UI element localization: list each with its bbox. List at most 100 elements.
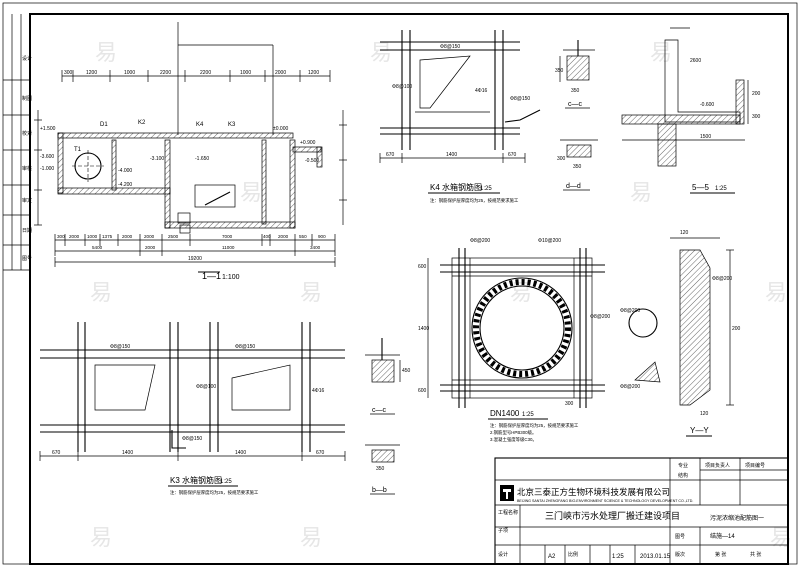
dim-label: 670 — [52, 450, 61, 456]
dim-label: 670 — [316, 450, 325, 456]
strip-cell: 审核 — [22, 165, 32, 172]
dim-label: 2000 — [69, 234, 80, 239]
dim-label: 300 — [64, 70, 73, 76]
section-title: d—d — [566, 183, 581, 190]
rebar-label: Φ8@200 — [620, 308, 640, 314]
dim-label: 1375 — [102, 234, 113, 239]
section-c-c-top: 350 350 c—c — [555, 40, 595, 109]
rebar-label: Φ8@200 — [620, 384, 640, 390]
dim-label: 2600 — [690, 58, 701, 64]
k3-scale: 1:25 — [220, 479, 232, 485]
rebar-label: Φ8@150 — [440, 44, 460, 50]
inner-border — [29, 13, 789, 565]
tb-cell: 设计 — [498, 551, 508, 558]
rebar-label: Φ8@200 — [712, 276, 732, 282]
tb-cell: 项目编号 — [745, 462, 765, 469]
dim-label: 1200 — [86, 70, 97, 76]
section-5-5: 2600 200 1500 300 -0.600 5—5 1:25 — [621, 27, 761, 194]
level-label: -3.100 — [150, 156, 164, 162]
tb-cell: 版次 — [675, 551, 685, 558]
dim-label: 350 — [376, 466, 385, 472]
dim-label: 550 — [299, 234, 307, 239]
dim-label: 1400 — [235, 450, 246, 456]
dim-label: 2000 — [144, 234, 155, 239]
dim-label: 200 — [732, 326, 741, 332]
level-label: -4.000 — [118, 168, 132, 174]
dim-label: 2000 — [145, 245, 156, 250]
level-label: +1.500 — [40, 126, 56, 132]
rebar-label: Φ8@100 — [196, 384, 216, 390]
dim-label: 300 — [57, 234, 65, 239]
rebar-label: Φ8@200 — [470, 238, 490, 244]
left-strip: 设计 制图 校对 审核 审定 日期 图号 — [3, 14, 32, 271]
section-title: 5—5 — [692, 183, 709, 192]
element-label: K2 — [138, 120, 146, 126]
section-title: c—c — [568, 101, 583, 108]
tb-cell: 专业 — [678, 462, 688, 469]
title-block: 北京三泰正方生物环境科技发展有限公司 BEIJING SANTAI ZHENGF… — [494, 457, 789, 565]
dim-label: 900 — [318, 234, 326, 239]
dim-label: 350 — [573, 164, 582, 170]
rebar-label: 4Φ16 — [475, 88, 488, 94]
k3-note: 注：钢筋保护层厚度均为25，按规范要求施工 — [170, 489, 259, 496]
company-name: 北京三泰正方生物环境科技发展有限公司 — [517, 487, 670, 497]
level-label: -0.500 — [305, 158, 319, 164]
element-label: D1 — [100, 122, 108, 128]
dim-label: 200 — [752, 91, 761, 97]
tb-cell: 结构 — [678, 472, 688, 479]
dim-label: 350 — [571, 88, 580, 94]
scale-value: 1:25 — [612, 554, 624, 560]
section-c-c-lower: 450 c—c — [365, 338, 411, 415]
section-title: c—c — [372, 407, 387, 414]
dim-label: 7000 — [222, 234, 233, 239]
dim-label: 1000 — [87, 234, 98, 239]
tb-cell: 第 张 — [715, 551, 726, 558]
dn1400-note: 3.混凝土强度等级C30。 — [490, 436, 537, 443]
section-title: b—b — [372, 487, 387, 494]
rebar-label: Φ10@200 — [538, 238, 561, 244]
dim-label: 2200 — [200, 70, 211, 76]
rebar-label: 4Φ16 — [312, 388, 325, 394]
watermark: 易 — [300, 281, 322, 306]
watermark: 易 — [510, 281, 532, 306]
dn1400-scale: 1:25 — [522, 412, 534, 418]
dim-label: 2500 — [168, 234, 179, 239]
company-logo — [500, 485, 514, 501]
watermark: 易 — [300, 526, 322, 551]
dn1400-detail: Φ8@200 Φ10@200 Φ8@200 1400 600 600 300 D… — [418, 238, 610, 443]
company-name-en: BEIJING SANTAI ZHENGFANG BIO-ENVIRONMENT… — [517, 499, 693, 503]
section-1-1: 300 1200 1000 2200 2200 1000 2000 1200 — [34, 22, 347, 281]
dim-label: 600 — [418, 388, 427, 394]
dn1400-note: 2.钢筋型号HPB300级。 — [490, 429, 536, 436]
section-b-b: 350 b—b — [365, 444, 400, 495]
strip-cell: 图号 — [22, 256, 32, 262]
dim-label: 300 — [565, 401, 574, 407]
dim-label: 1400 — [418, 326, 429, 332]
watermark: 易 — [95, 41, 117, 66]
strip-cell: 校对 — [22, 130, 32, 137]
tb-cell: 项目负责人 — [705, 462, 730, 469]
dim-label: 2000 — [278, 234, 289, 239]
rebar-label: Φ8@150 — [235, 344, 255, 350]
dim-label: 670 — [508, 152, 517, 158]
strip-cell: 设计 — [22, 55, 32, 62]
dim-label: 1400 — [122, 450, 133, 456]
section-scale: 1:100 — [222, 274, 240, 281]
bottom-dim-ticks — [54, 234, 336, 246]
k4-scale: 1:25 — [480, 186, 492, 192]
k4-rebar-detail: Φ8@150 Φ8@100 4Φ16 Φ8@150 670 1400 670 K… — [379, 30, 541, 204]
k3-rebar-detail: Φ8@150 Φ8@150 Φ8@100 4Φ16 Φ8@150 670 140… — [39, 322, 346, 496]
watermark-layer: 易 易 易 易 易 易 易 易 易 易 易 易 — [90, 41, 792, 551]
watermark: 易 — [90, 526, 112, 551]
level-label: -1.650 — [195, 156, 209, 162]
watermark: 易 — [765, 281, 787, 306]
strip-cell: 日期 — [22, 228, 32, 234]
k3-title: K3 水箱钢筋图 — [170, 475, 222, 485]
level-label: -0.600 — [700, 102, 714, 108]
dim-label: 350 — [555, 68, 564, 74]
dim-label: 400 — [263, 234, 271, 239]
element-label: K4 — [196, 122, 204, 128]
dim-label: 1200 — [308, 70, 319, 76]
dim-label: 600 — [418, 264, 427, 270]
